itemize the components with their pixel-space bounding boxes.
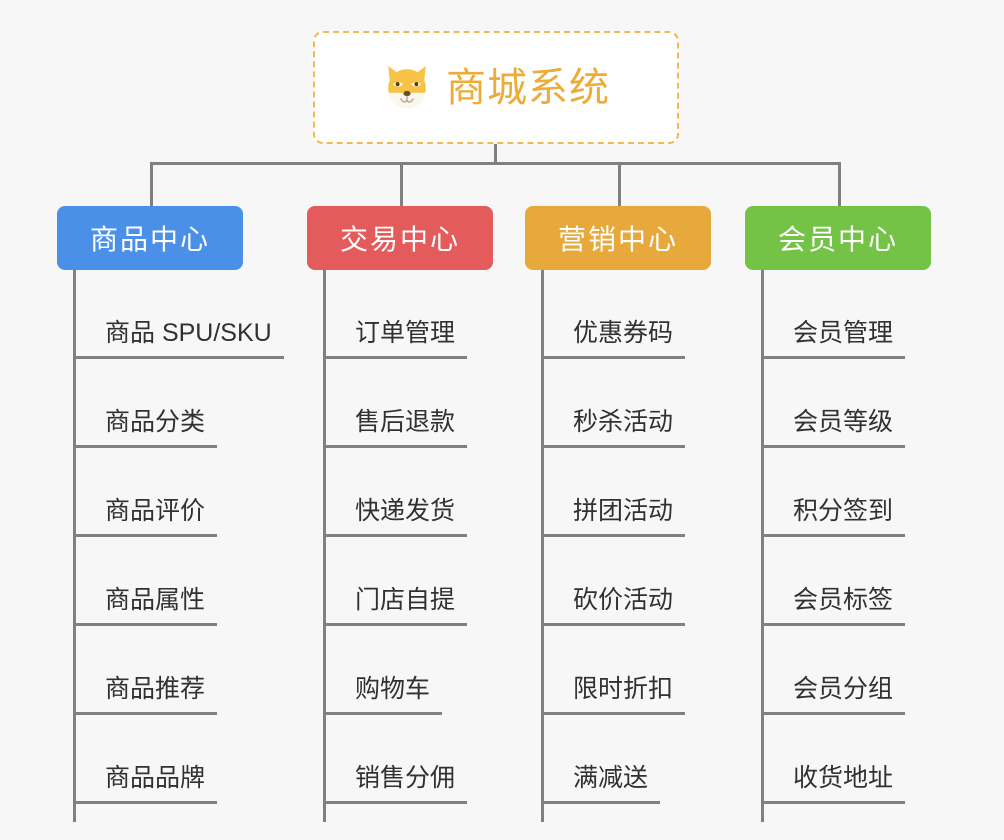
leaf-label: 拼团活动 [541, 499, 686, 537]
branch-product-center: 商品中心 [57, 206, 243, 270]
branch-trade-center: 交易中心 [307, 206, 493, 270]
leaf-item[interactable]: 销售分佣 [323, 715, 468, 804]
leaf-item[interactable]: 商品 SPU/SKU [73, 270, 284, 359]
leaf-label: 砍价活动 [541, 588, 686, 626]
branch-box-member-center[interactable]: 会员中心 [745, 206, 931, 270]
leaf-label: 商品分类 [73, 410, 218, 448]
branch-box-trade-center[interactable]: 交易中心 [307, 206, 493, 270]
leaf-label: 商品评价 [73, 499, 218, 537]
leaf-list-trade-center: 订单管理 售后退款 快递发货 门店自提 购物车 销售分佣 [323, 270, 468, 804]
leaf-item[interactable]: 商品品牌 [73, 715, 284, 804]
branch-member-center: 会员中心 [745, 206, 931, 270]
root-node-shop-system[interactable]: 商城系统 [313, 31, 679, 144]
leaf-label: 会员标签 [761, 588, 906, 626]
leaf-item[interactable]: 会员标签 [761, 537, 906, 626]
leaf-item[interactable]: 会员分组 [761, 626, 906, 715]
leaf-label: 商品推荐 [73, 677, 218, 715]
leaf-item[interactable]: 优惠券码 [541, 270, 686, 359]
connector-drop-2 [400, 165, 403, 206]
leaf-label: 快递发货 [323, 499, 468, 537]
leaf-label: 商品属性 [73, 588, 218, 626]
leaf-label: 商品 SPU/SKU [73, 321, 284, 359]
leaf-label: 订单管理 [323, 321, 468, 359]
leaf-label: 积分签到 [761, 499, 906, 537]
leaf-label: 门店自提 [323, 588, 468, 626]
root-title: 商城系统 [446, 65, 610, 110]
leaf-item[interactable]: 快递发货 [323, 448, 468, 537]
leaf-label: 限时折扣 [541, 677, 686, 715]
leaf-item[interactable]: 门店自提 [323, 537, 468, 626]
leaf-item[interactable]: 秒杀活动 [541, 359, 686, 448]
branch-spine-1 [73, 270, 76, 822]
leaf-label: 购物车 [323, 677, 443, 715]
leaf-item[interactable]: 会员管理 [761, 270, 906, 359]
connector-drop-1 [150, 165, 153, 206]
leaf-item[interactable]: 商品属性 [73, 537, 284, 626]
leaf-item[interactable]: 限时折扣 [541, 626, 686, 715]
leaf-item[interactable]: 会员等级 [761, 359, 906, 448]
leaf-label: 售后退款 [323, 410, 468, 448]
branch-marketing-center: 营销中心 [525, 206, 711, 270]
connector-bus [150, 162, 841, 165]
leaf-label: 会员分组 [761, 677, 906, 715]
connector-drop-4 [838, 165, 841, 206]
leaf-item[interactable]: 收货地址 [761, 715, 906, 804]
branch-box-product-center[interactable]: 商品中心 [57, 206, 243, 270]
leaf-item[interactable]: 售后退款 [323, 359, 468, 448]
leaf-item[interactable]: 积分签到 [761, 448, 906, 537]
leaf-label: 会员等级 [761, 410, 906, 448]
leaf-label: 优惠券码 [541, 321, 686, 359]
leaf-item[interactable]: 商品分类 [73, 359, 284, 448]
leaf-label: 收货地址 [761, 766, 906, 804]
leaf-label: 销售分佣 [323, 766, 468, 804]
leaf-list-marketing-center: 优惠券码 秒杀活动 拼团活动 砍价活动 限时折扣 满减送 [541, 270, 686, 804]
leaf-label: 会员管理 [761, 321, 906, 359]
leaf-label: 商品品牌 [73, 766, 218, 804]
leaf-item[interactable]: 购物车 [323, 626, 467, 715]
leaf-list-product-center: 商品 SPU/SKU 商品分类 商品评价 商品属性 商品推荐 商品品牌 [73, 270, 284, 804]
branch-spine-3 [541, 270, 544, 822]
leaf-item[interactable]: 订单管理 [323, 270, 468, 359]
branch-box-marketing-center[interactable]: 营销中心 [525, 206, 711, 270]
leaf-item[interactable]: 砍价活动 [541, 537, 686, 626]
connector-drop-3 [618, 165, 621, 206]
leaf-list-member-center: 会员管理 会员等级 积分签到 会员标签 会员分组 收货地址 [761, 270, 906, 804]
branch-spine-4 [761, 270, 764, 822]
leaf-label: 满减送 [541, 766, 661, 804]
branch-spine-2 [323, 270, 326, 822]
leaf-item[interactable]: 商品评价 [73, 448, 284, 537]
connector-trunk [494, 144, 497, 165]
shiba-dog-face-icon [388, 65, 426, 108]
leaf-label: 秒杀活动 [541, 410, 686, 448]
leaf-item[interactable]: 拼团活动 [541, 448, 686, 537]
leaf-item[interactable]: 满减送 [541, 715, 685, 804]
leaf-item[interactable]: 商品推荐 [73, 626, 284, 715]
